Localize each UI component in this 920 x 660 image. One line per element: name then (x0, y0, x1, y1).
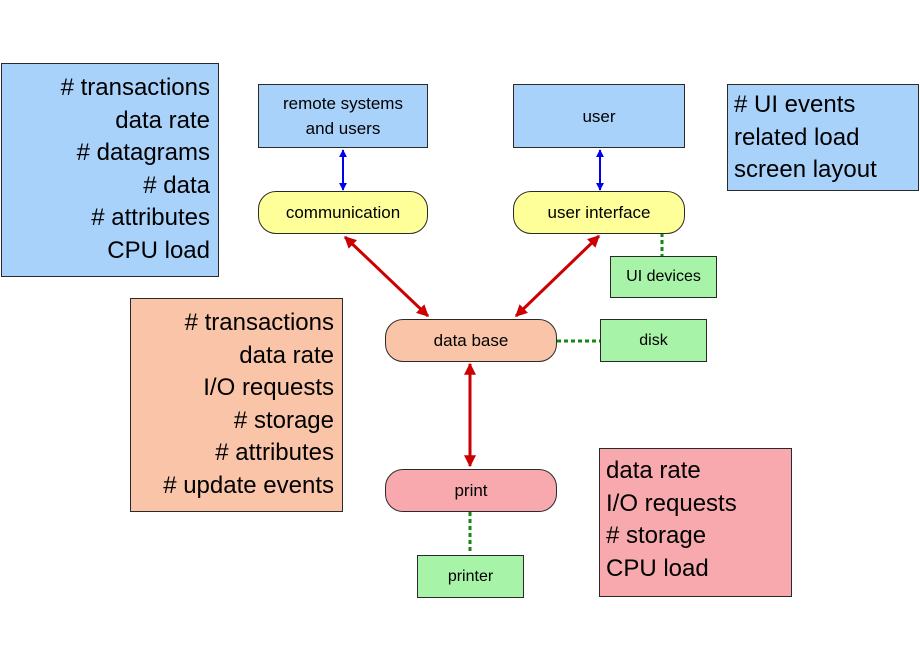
metric-cpu-load: CPU load (107, 236, 210, 264)
ui-devices-node: UI devices (610, 256, 717, 298)
metric-screen-layout: screen layout (734, 156, 877, 183)
database-node: data base (385, 319, 557, 362)
metric-cpu-load: CPU load (606, 554, 709, 582)
user-interface-node: user interface (513, 191, 685, 234)
metric-ui-events: # UI events (734, 91, 856, 118)
metric-transactions: # transactions (184, 309, 334, 336)
metric-data-rate: data rate (606, 457, 701, 484)
database-metrics-box: # transactions data rate I/O requests # … (130, 298, 343, 512)
user-node: user (513, 84, 685, 148)
metric-storage: # storage (606, 522, 707, 549)
ui-metrics-box: # UI events related load screen layout (727, 84, 919, 191)
metric-attributes: # attributes (215, 439, 334, 466)
metric-datagrams: # datagrams (76, 139, 210, 166)
communication-metrics-box: # transactions data rate # datagrams # d… (1, 63, 219, 277)
user-interface-label: user interface (547, 203, 651, 222)
metric-data-rate: data rate (115, 106, 210, 134)
ui-devices-label: UI devices (626, 268, 701, 285)
communication-label: communication (285, 203, 401, 222)
metric-update-events: # update events (163, 471, 334, 499)
print-metrics-box: data rate I/O requests # storage CPU loa… (599, 448, 792, 597)
metric-data: # data (143, 171, 210, 199)
print-node: print (385, 469, 557, 512)
remote-systems-label: remote systems and users (283, 94, 403, 138)
metric-io-requests: I/O requests (606, 489, 737, 517)
disk-node: disk (600, 319, 707, 362)
metric-storage: # storage (233, 406, 334, 434)
metric-data-rate: data rate (239, 341, 334, 369)
metric-related-load: related load (734, 123, 860, 151)
printer-label: printer (447, 567, 494, 585)
metric-attributes: # attributes (91, 204, 210, 231)
communication-node: communication (258, 191, 428, 234)
communication-database-arrow (343, 235, 430, 318)
printer-node: printer (417, 555, 524, 598)
user-label: user (582, 106, 616, 126)
database-label: data base (433, 331, 509, 350)
remote-systems-node: remote systems and users (258, 84, 428, 148)
disk-label: disk (639, 331, 668, 349)
ui-database-arrow (514, 234, 601, 318)
metric-transactions: # transactions (60, 74, 210, 101)
print-label: print (454, 481, 488, 500)
metric-io-requests: I/O requests (203, 374, 334, 401)
